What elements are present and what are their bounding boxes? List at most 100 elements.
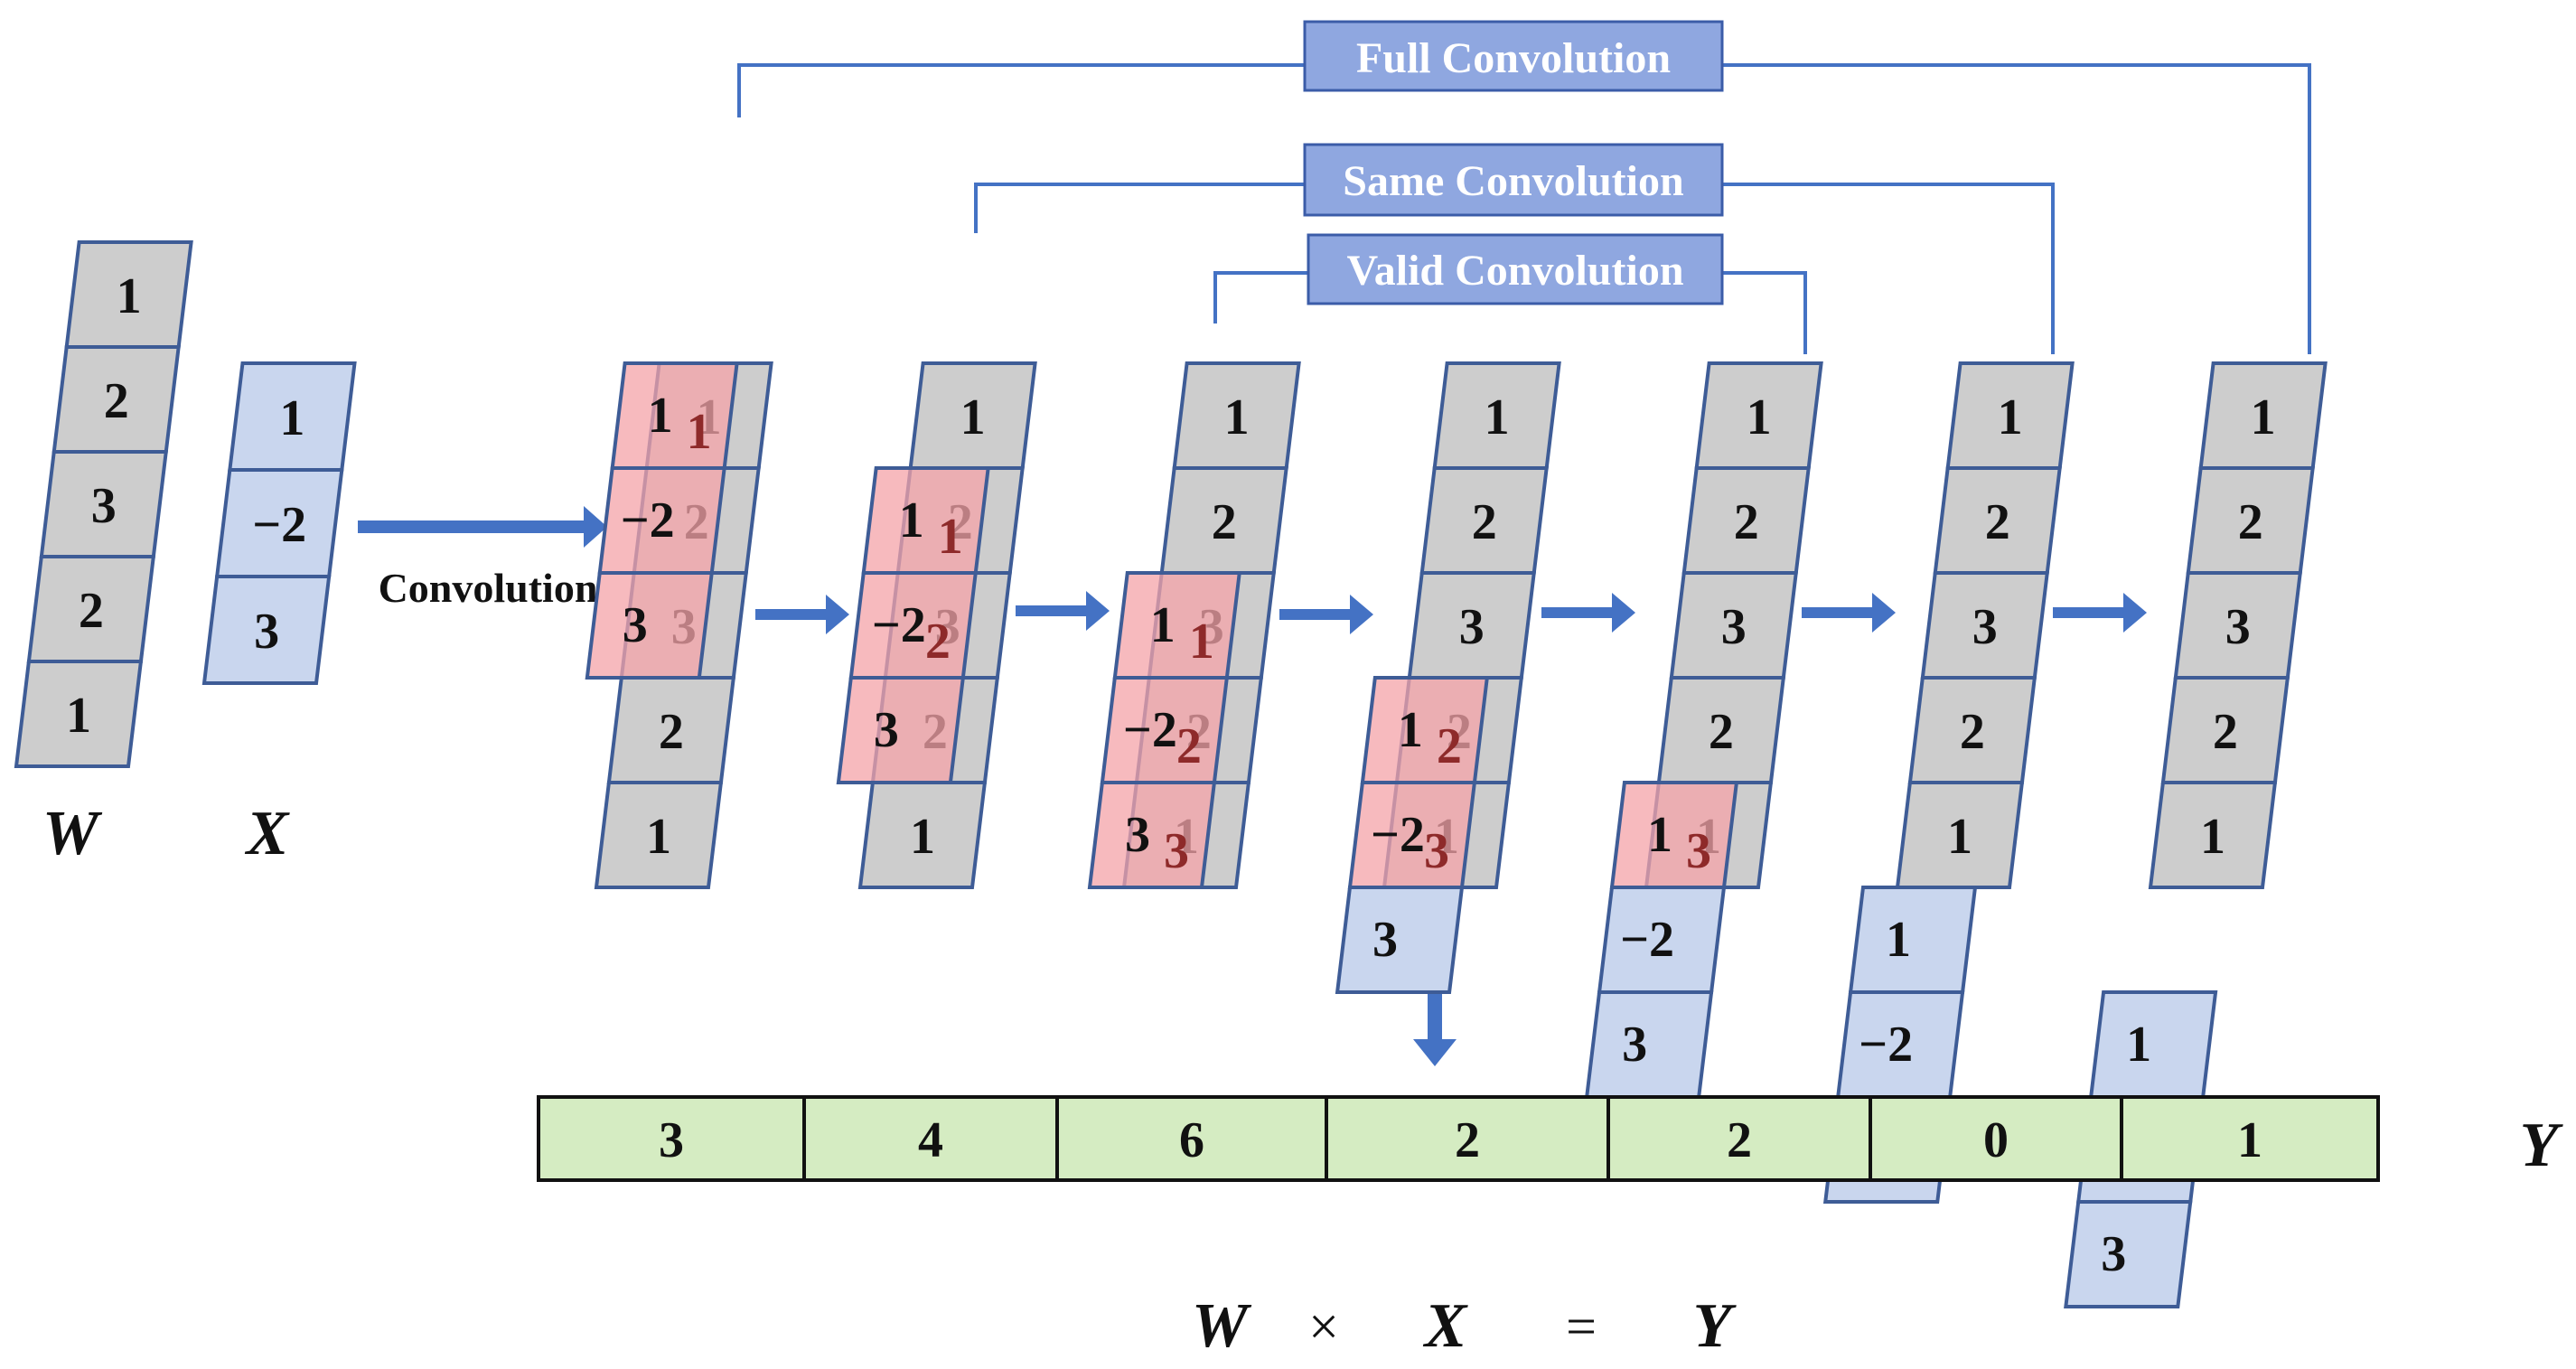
step-4-kernel-cell <box>1360 676 1490 784</box>
x-column-value: 3 <box>254 604 279 660</box>
step-2-product: 2 <box>925 614 951 670</box>
w-column-cell <box>64 240 193 349</box>
step-3-kernel: 3−21 <box>1087 571 1242 889</box>
step-7-w-column-value: 1 <box>2200 809 2225 865</box>
equation-w: W <box>1192 1291 1252 1361</box>
full-bracket-right <box>1721 63 2311 354</box>
step-2-kernel-cell <box>861 466 990 575</box>
step-arrow-3 <box>1279 595 1373 634</box>
result-cell <box>1055 1095 1328 1182</box>
step-3-products: 123 <box>1164 614 1214 879</box>
step-7-w-column-value: 1 <box>2251 389 2276 445</box>
step-2-w-column-value: 1 <box>910 809 935 865</box>
step-5-products: 3 <box>1686 823 1711 879</box>
step-1-w-column-value: 2 <box>659 704 684 760</box>
step-7-kernel-value: 1 <box>2126 1017 2151 1073</box>
result-cell <box>1325 1095 1610 1182</box>
result-value: 0 <box>1983 1112 2009 1168</box>
step-1-w-column-value: 1 <box>646 809 671 865</box>
step-arrow-6 <box>2053 593 2147 633</box>
step-1-products: 1 <box>687 404 712 460</box>
step-7-w-column-value: 2 <box>2213 704 2238 760</box>
valid-convolution-text: Valid Convolution <box>1346 247 1683 295</box>
x-column-value: 1 <box>279 390 304 446</box>
result-cell <box>537 1095 806 1182</box>
columns: 123213−21123213−211123213−2112123213−211… <box>14 240 2328 1308</box>
step-7-kernel-cell <box>2088 990 2218 1099</box>
convolution-arrow: Convolution <box>358 506 607 611</box>
step-4-kernel-cell <box>1335 886 1465 994</box>
step-1-product: 1 <box>687 404 712 460</box>
w-column-value: 1 <box>117 268 142 324</box>
step-3-w-column-cell <box>1172 361 1301 470</box>
step-4-kernel: 3−21 <box>1335 676 1490 994</box>
full-convolution-label: Full Convolution <box>1303 20 1724 92</box>
full-convolution-text: Full Convolution <box>1356 34 1671 82</box>
step-arrows <box>755 591 2147 634</box>
convolution-label: Convolution <box>379 565 598 611</box>
result-value: 4 <box>918 1112 943 1168</box>
step-1-kernel-cell <box>610 361 739 470</box>
step-2-kernel-value: −2 <box>872 597 926 653</box>
step-3-kernel-value: 1 <box>1150 597 1176 653</box>
step-1-kernel-value: 1 <box>648 388 673 444</box>
result-value: 1 <box>2237 1112 2262 1168</box>
step-6-w-column-value: 1 <box>1947 809 1972 865</box>
step-5-w-column-value: 2 <box>1734 494 1759 550</box>
step-4-w-column-value: 1 <box>1485 389 1510 445</box>
step-5-kernel-value: −2 <box>1620 912 1674 968</box>
w-column-value: 2 <box>104 373 129 429</box>
step-2-kernel-value: 3 <box>874 702 899 758</box>
step-6-w-column-value: 2 <box>1985 494 2010 550</box>
result-cell <box>1606 1095 1872 1182</box>
same-bracket-right <box>1721 183 2055 354</box>
step-4-products: 23 <box>1424 718 1462 879</box>
x-column-value: −2 <box>252 497 306 553</box>
step-6-kernel-value: −2 <box>1859 1017 1913 1073</box>
step-6-w-column-value: 2 <box>1960 704 1985 760</box>
step-2-kernel-cell <box>836 676 966 784</box>
step-6-w-column-value: 3 <box>1972 599 1998 655</box>
result-row: 3 4 6 2 2 0 1 <box>537 1095 2380 1182</box>
w-label: W <box>42 799 103 868</box>
result-value: 2 <box>1455 1112 1480 1168</box>
step-2-products: 12 <box>925 509 963 670</box>
same-bracket-left <box>974 183 1306 233</box>
step-5-kernel: 3−21 <box>1584 781 1739 1099</box>
equation-times: × <box>1308 1297 1339 1356</box>
result-value: 3 <box>659 1112 684 1168</box>
step-3-kernel-cell <box>1112 571 1242 680</box>
step-1-kernel-cell <box>585 571 715 680</box>
y-label: Y <box>2520 1111 2564 1180</box>
step-5-kernel-cell <box>1584 990 1714 1099</box>
result-value: 6 <box>1179 1112 1204 1168</box>
step-4-kernel-value: −2 <box>1371 807 1425 863</box>
step-4-w-column-value: 3 <box>1459 599 1485 655</box>
step-6-w-column-cell <box>1945 361 2075 470</box>
result-cell <box>1869 1095 2123 1182</box>
result-value: 2 <box>1727 1112 1752 1168</box>
w-column-value: 1 <box>66 688 91 744</box>
step-6-kernel-value: 1 <box>1886 912 1911 968</box>
same-convolution-text: Same Convolution <box>1343 157 1683 205</box>
step-4-kernel-value: 1 <box>1398 702 1423 758</box>
step-1-kernel-value: −2 <box>621 492 675 549</box>
step-3-kernel-cell <box>1087 781 1217 889</box>
result-cell <box>2120 1095 2380 1182</box>
equation-x: X <box>1423 1291 1469 1361</box>
valid-convolution-label: Valid Convolution <box>1307 233 1724 305</box>
step-6-kernel-cell <box>1848 886 1978 994</box>
step-7-kernel-value: 3 <box>2101 1226 2126 1282</box>
step-7-w-column-value: 2 <box>2238 494 2263 550</box>
step-arrow-5 <box>1802 593 1896 633</box>
same-convolution-label: Same Convolution <box>1303 143 1724 217</box>
result-cell <box>802 1095 1059 1182</box>
w-column-value: 3 <box>91 478 117 534</box>
valid-bracket-right <box>1721 271 1807 354</box>
